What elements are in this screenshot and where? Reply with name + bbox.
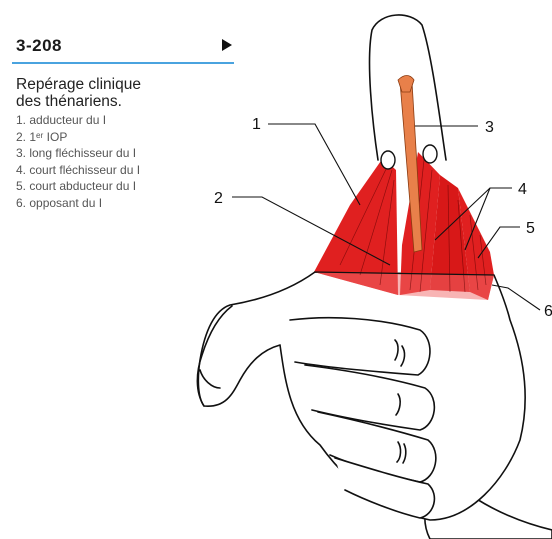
bone-knob: [423, 145, 437, 163]
callout-1: 1: [252, 116, 261, 133]
leader-line: [268, 124, 360, 205]
bone-knob: [381, 151, 395, 169]
callout-2: 2: [214, 190, 223, 207]
thenar-muscles: [314, 145, 494, 300]
callout-4: 4: [518, 181, 527, 198]
callout-5: 5: [526, 220, 535, 237]
callout-3: 3: [485, 119, 494, 136]
callout-6: 6: [544, 303, 552, 320]
